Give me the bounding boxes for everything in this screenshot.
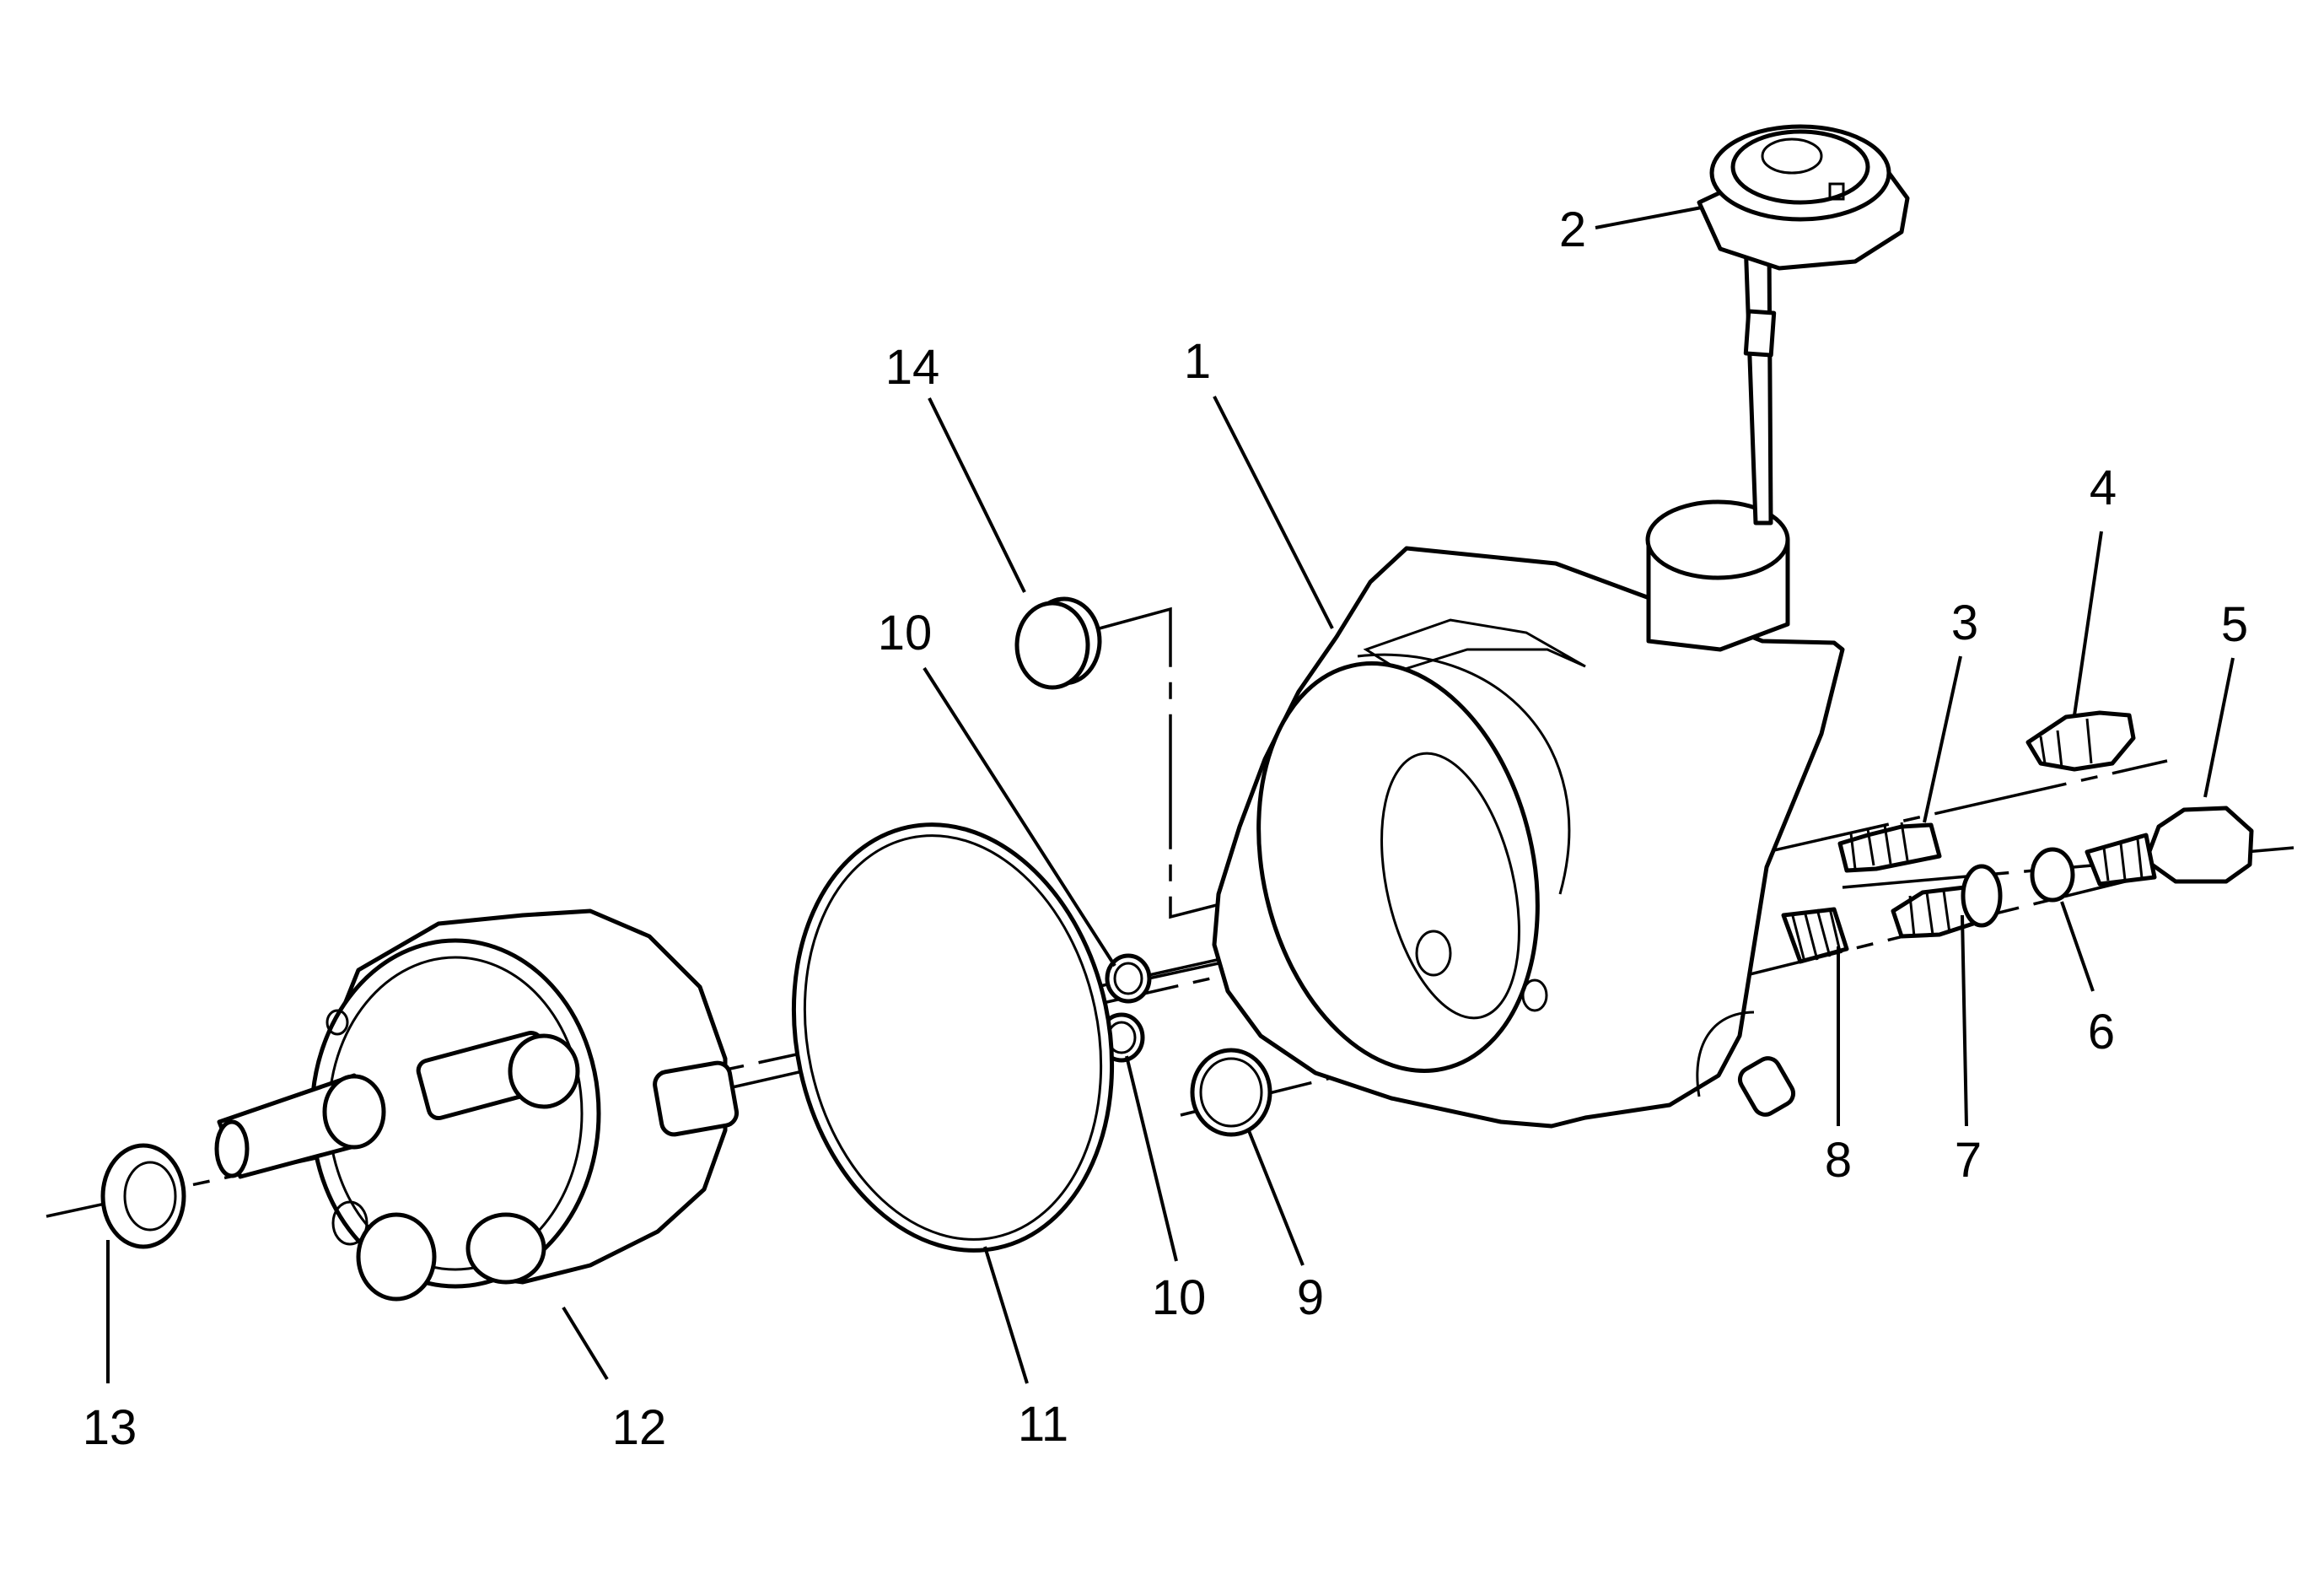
callout-10-lower: 10 (1152, 1270, 1207, 1325)
callout-labels: 1 2 3 4 5 6 7 8 9 10 10 11 12 13 14 (83, 202, 2248, 1455)
leader-line-10a (923, 666, 1116, 968)
reservoir-part-1 (1212, 499, 1845, 1129)
leader-line-5 (2203, 657, 2235, 798)
plug-part-5 (2085, 806, 2254, 887)
leader-line-11 (983, 1246, 1029, 1384)
leader-line-12 (562, 1306, 609, 1381)
leader-line-3 (1923, 655, 1962, 823)
o-ring-part-11 (791, 822, 1115, 1253)
leader-line-9 (1246, 1128, 1305, 1266)
fitting-part-3 (1837, 822, 1942, 873)
callout-7: 7 (1955, 1133, 1982, 1188)
shaft-seal-part-13 (100, 1143, 186, 1249)
callout-6: 6 (2088, 1005, 2115, 1059)
callout-2: 2 (1559, 202, 1586, 257)
callout-11: 11 (1018, 1397, 1068, 1452)
callout-12: 12 (612, 1400, 667, 1455)
leader-line-6 (2060, 901, 2095, 992)
leader-line-1 (1213, 396, 1334, 629)
leader-lines (106, 206, 2235, 1384)
callout-4: 4 (2090, 461, 2117, 515)
cap-dipstick-part-2 (1697, 124, 1910, 526)
callout-1: 1 (1184, 334, 1211, 389)
callout-13: 13 (83, 1400, 137, 1455)
o-ring-part-9 (1190, 1048, 1272, 1137)
leader-line-10b (1125, 1055, 1178, 1262)
leader-line-14 (928, 397, 1026, 593)
spring-part-8 (1781, 907, 1849, 964)
callout-10-upper: 10 (878, 606, 933, 660)
callout-14: 14 (885, 340, 940, 395)
leader-line-4 (2073, 531, 2103, 716)
seal-part-10-upper (1105, 953, 1152, 1004)
leader-line-2 (1595, 206, 1703, 229)
plug-part-14 (1014, 596, 1102, 690)
callout-3: 3 (1951, 596, 1978, 650)
valve-part-7 (1891, 864, 2003, 939)
callout-5: 5 (2221, 597, 2248, 652)
leader-line-7 (1961, 914, 1968, 1127)
o-ring-part-6 (2030, 847, 2075, 903)
pump-body-part-12 (214, 908, 740, 1302)
callout-8: 8 (1825, 1133, 1852, 1188)
callout-9: 9 (1297, 1270, 1324, 1325)
fitting-part-4 (2025, 710, 2136, 772)
